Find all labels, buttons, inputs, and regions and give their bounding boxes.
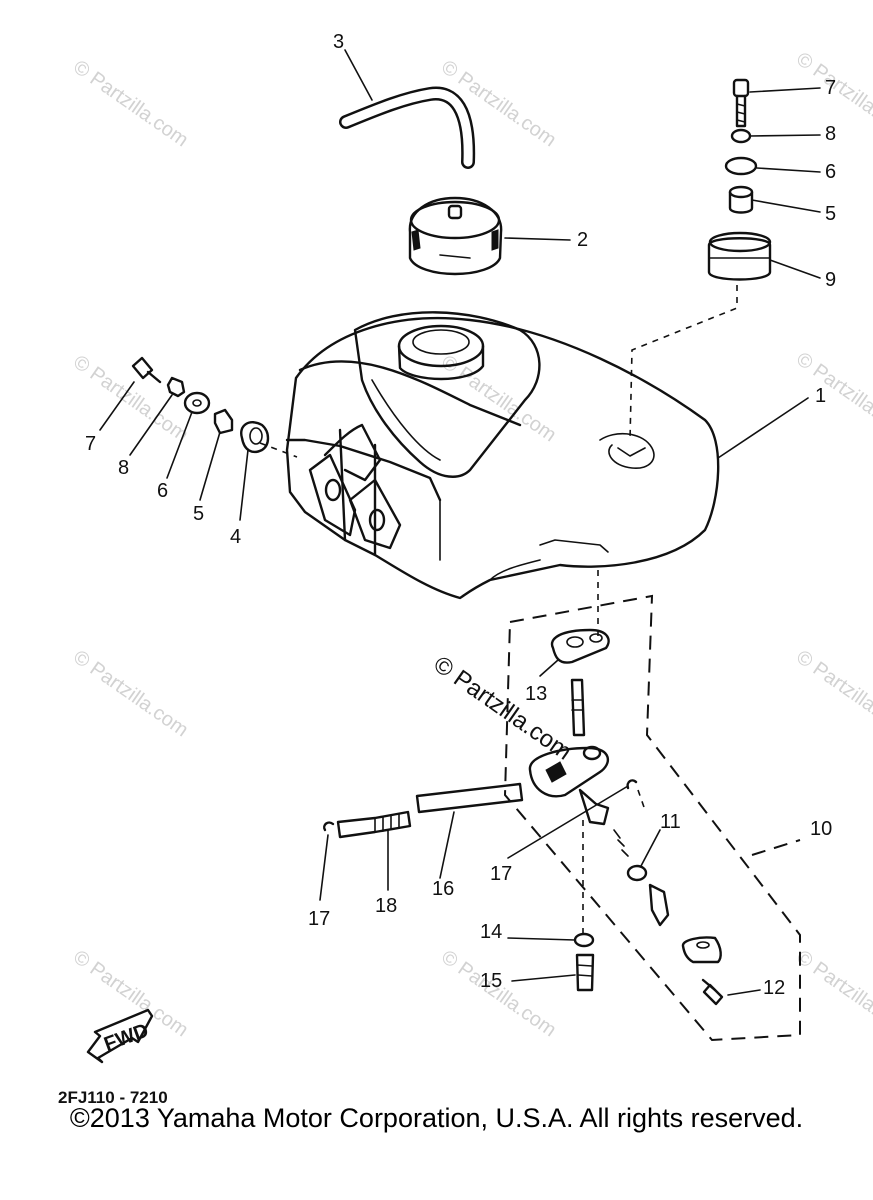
right-mount-hardware (707, 78, 772, 281)
leader-lines (259, 285, 738, 935)
callout-12: 12 (763, 977, 785, 999)
callout-6-right: 6 (825, 161, 836, 183)
callout-8-left: 8 (118, 457, 129, 479)
callout-13: 13 (525, 683, 547, 705)
callout-15: 15 (480, 970, 502, 992)
fuel-tank-part (285, 311, 720, 600)
callout-4: 4 (230, 526, 241, 548)
callout-14: 14 (480, 921, 502, 943)
callout-1: 1 (815, 385, 826, 407)
callout-16: 16 (432, 878, 454, 900)
callout-17-left: 17 (308, 908, 330, 930)
vent-hose-part (339, 86, 476, 169)
watermark: © Partzilla.com (69, 56, 192, 151)
callout-5-left: 5 (193, 503, 204, 525)
callout-7-right: 7 (825, 77, 836, 99)
group-callout-dash (751, 839, 801, 856)
callout-2: 2 (577, 229, 588, 251)
watermark: © Partzilla.com (792, 646, 873, 741)
callout-5-right: 5 (825, 203, 836, 225)
callout-17-right: 17 (490, 863, 512, 885)
callout-7-left: 7 (85, 433, 96, 455)
watermark: © Partzilla.com (437, 946, 560, 1041)
watermark: © Partzilla.com (792, 348, 873, 443)
callout-9: 9 (825, 269, 836, 291)
callout-numbers: 1 2 3 4 5 5 6 6 7 7 8 8 9 10 11 12 13 14… (85, 31, 836, 999)
fuel-cock-group-outline (503, 594, 801, 1042)
callout-6-left: 6 (157, 480, 168, 502)
callout-10: 10 (810, 818, 832, 840)
fuel-cock-assembly (528, 628, 724, 1006)
left-mount-hardware (131, 356, 270, 454)
callout-leaders (99, 49, 821, 996)
callout-18: 18 (375, 895, 397, 917)
callout-8-right: 8 (825, 123, 836, 145)
watermark: © Partzilla.com (792, 946, 873, 1041)
fwd-arrow-icon: FWD (86, 1008, 154, 1064)
watermark: © Partzilla.com (69, 646, 192, 741)
fuel-hose-parts (323, 779, 638, 839)
callout-3: 3 (333, 31, 344, 53)
diagram-code: 2FJ110 - 7210 (58, 1088, 168, 1107)
copyright-notice: ©2013 Yamaha Motor Corporation, U.S.A. A… (69, 1103, 804, 1133)
fuel-cap-part (408, 196, 503, 276)
callout-11: 11 (660, 811, 681, 833)
center-watermark: © Partzilla.com (429, 651, 577, 766)
